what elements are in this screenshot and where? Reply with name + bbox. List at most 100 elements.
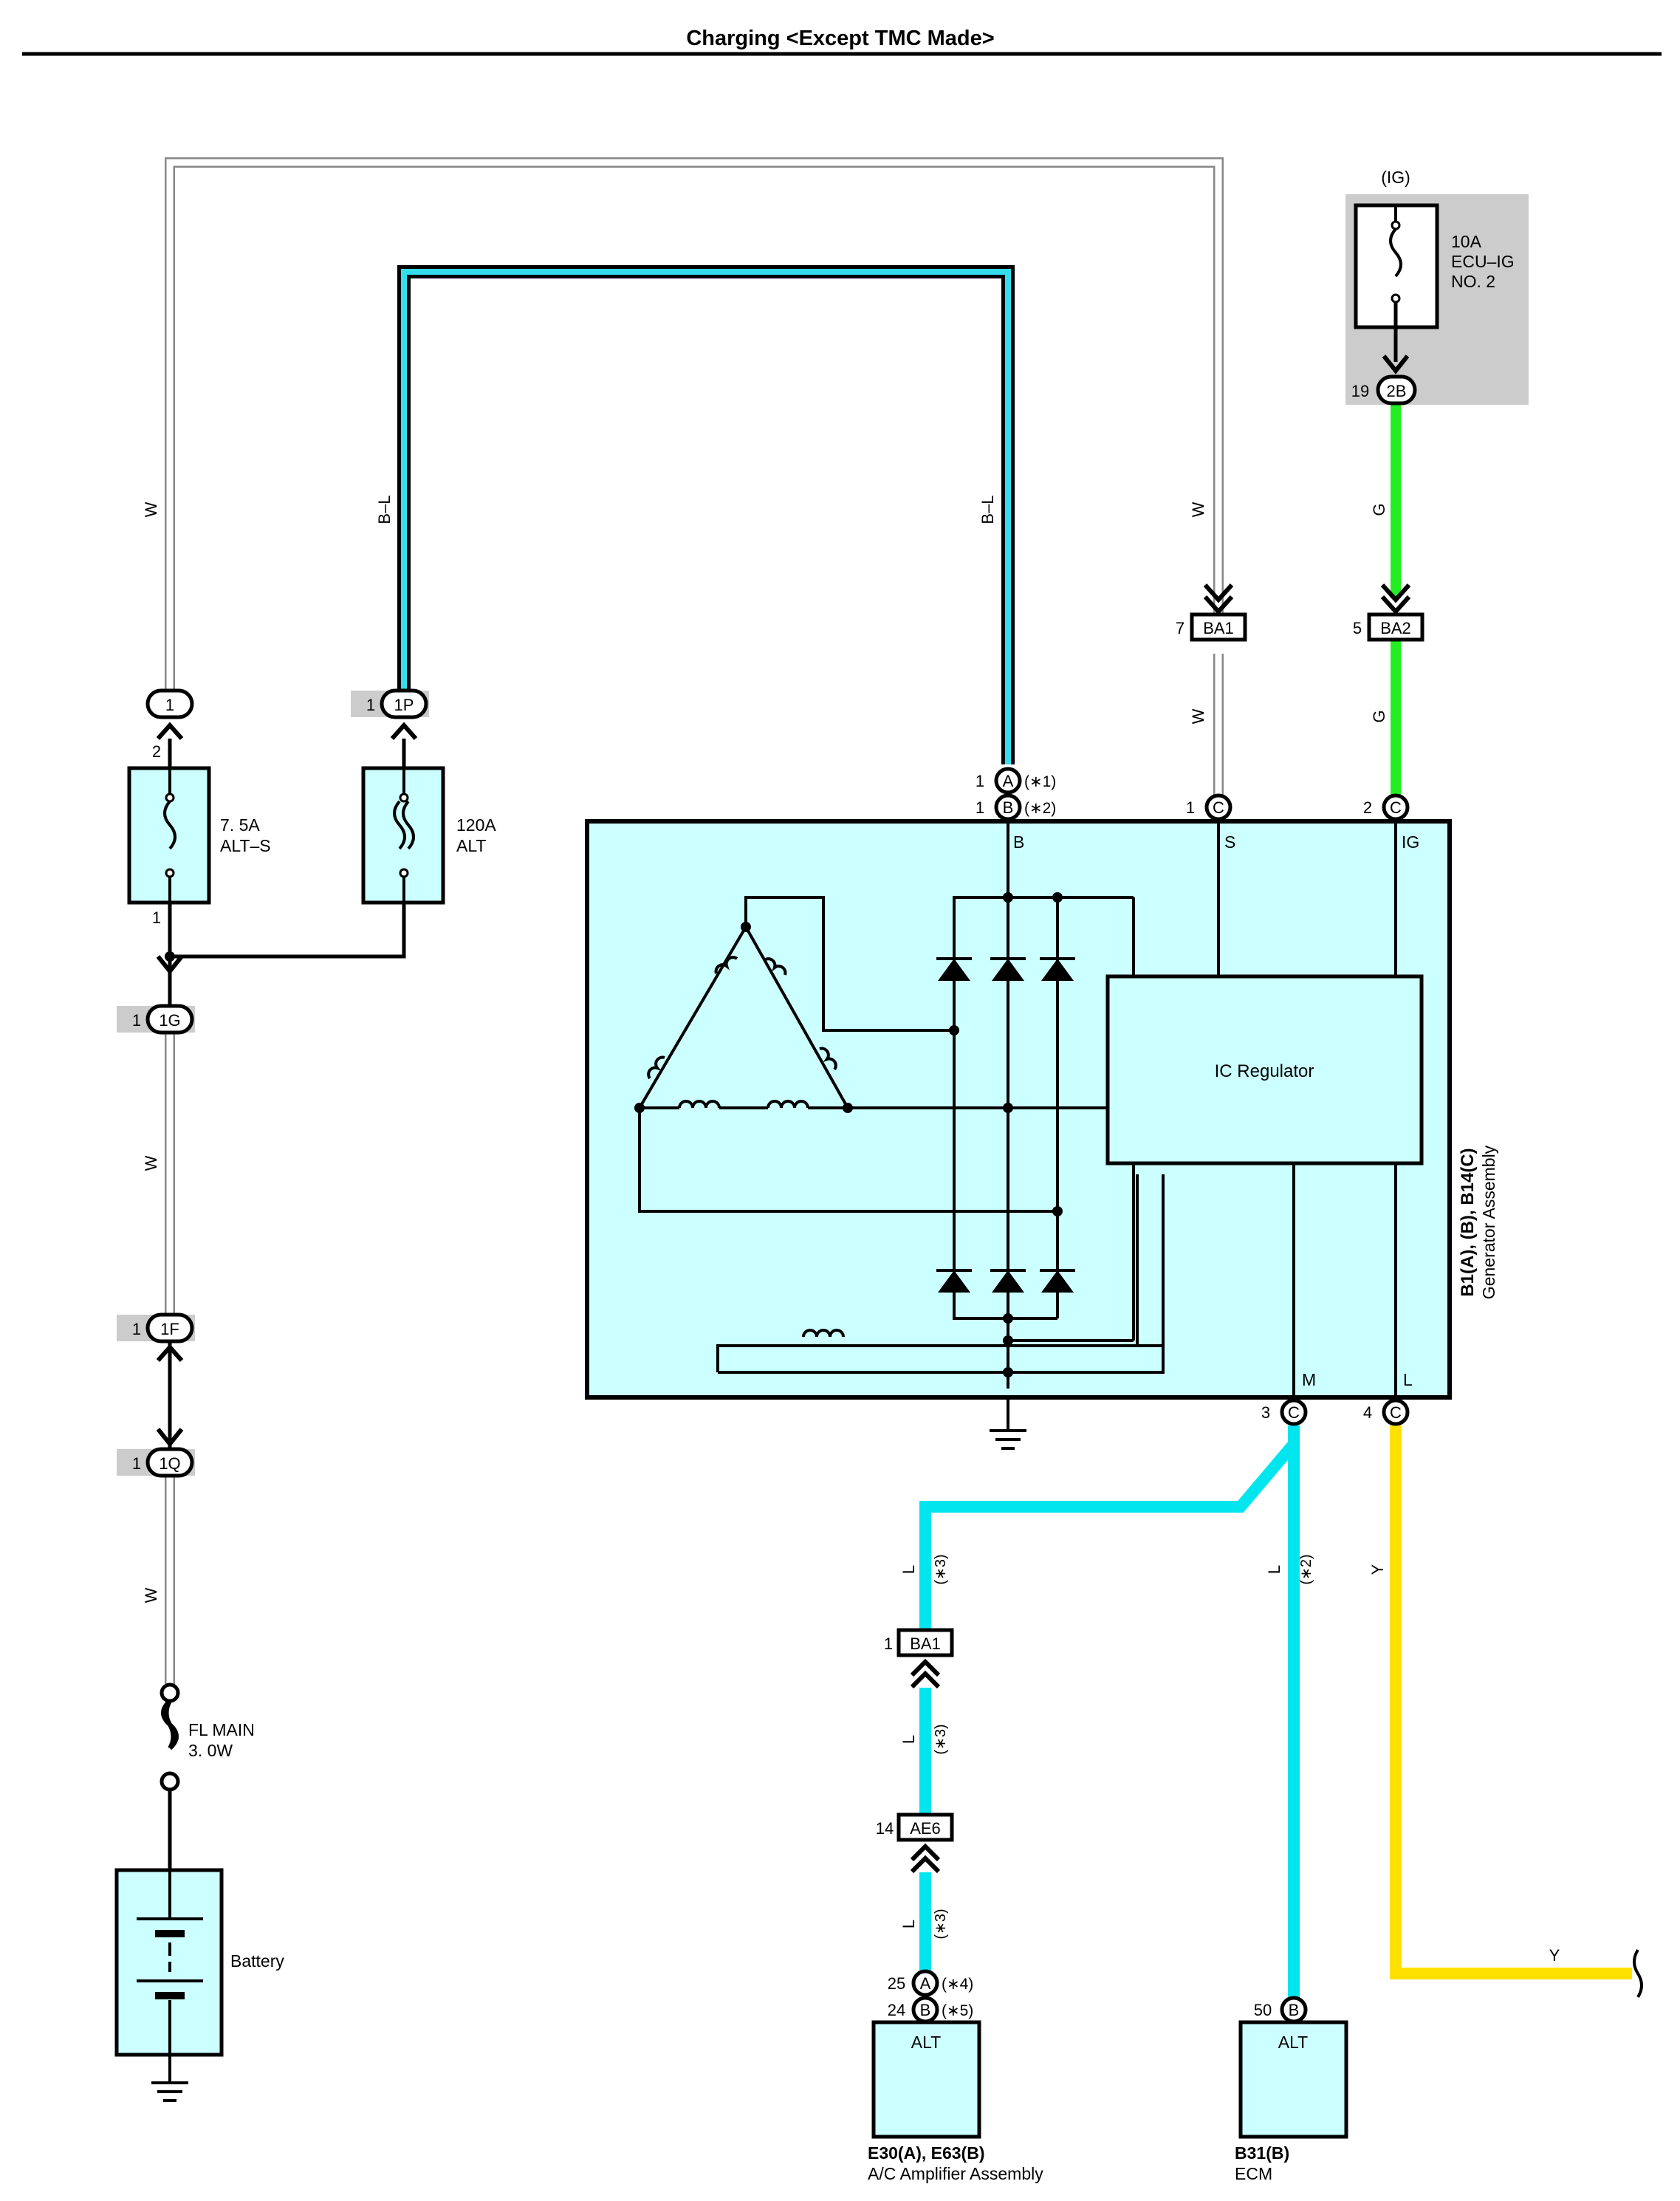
connector-1: 1 [145, 688, 194, 740]
svg-text:(∗1): (∗1) [1024, 773, 1056, 790]
svg-text:1Q: 1Q [159, 1454, 180, 1473]
svg-text:A: A [1003, 772, 1014, 790]
fuse-alt-s: 2 1 7. 5A ALT–S [127, 739, 271, 956]
ac-amp-codes: E30(A), E63(B) [868, 2143, 984, 2163]
junction-dots [634, 892, 1063, 1377]
generator-pin-b: 1 B (∗2) [976, 793, 1056, 821]
wire-note-3: (∗3) [933, 1554, 949, 1584]
wire-code-l: L [899, 1565, 918, 1574]
connector-ae6: 14 AE6 [876, 1813, 954, 1874]
connector-ba1-bottom: 1 BA1 [884, 1628, 954, 1689]
svg-text:1P: 1P [394, 696, 414, 714]
page-title: Charging <Except TMC Made> [686, 27, 994, 50]
fuse-pin-top: 2 [152, 742, 161, 761]
connector-1g: 1 1G [117, 955, 195, 1035]
svg-text:1: 1 [884, 1635, 893, 1653]
svg-text:B: B [1289, 2001, 1300, 2019]
fuse-ecu-ig-no2: (IG) 10A ECU–IG NO. 2 [1345, 168, 1529, 405]
svg-text:1: 1 [165, 696, 174, 714]
connector-ba2-top: 5 BA2 [1353, 583, 1424, 642]
terminal-s: S [1224, 832, 1235, 852]
terminal-m: M [1302, 1370, 1316, 1389]
generator-pin-m: 3 C [1261, 1398, 1308, 1426]
ecm-name: ECM [1235, 2164, 1272, 2183]
wire-code-w: W [1189, 502, 1207, 517]
svg-text:24: 24 [888, 2001, 905, 2019]
wire-code-bl: B–L [978, 495, 997, 524]
wire-y-l-terminal [1390, 1425, 1643, 1999]
wire-code-w: W [142, 502, 160, 517]
svg-text:1F: 1F [160, 1320, 179, 1338]
svg-text:C: C [1390, 1403, 1402, 1422]
fuse-name: ALT [456, 836, 486, 855]
connector-1q: 1 1Q [117, 1428, 195, 1478]
wire-code-bl: B–L [375, 495, 394, 524]
stator-coils [638, 925, 849, 1338]
connector-1p: 1 1P [351, 688, 429, 740]
fl-main-line1: FL MAIN [188, 1720, 255, 1739]
wire-code-y: Y [1368, 1564, 1387, 1575]
svg-text:C: C [1390, 798, 1402, 817]
svg-text:2: 2 [1363, 798, 1372, 817]
connector-1f: 1 1F [117, 1312, 195, 1362]
svg-text:4: 4 [1363, 1403, 1372, 1422]
ac-amp-terminal-label: ALT [911, 2033, 941, 2052]
svg-text:1: 1 [132, 1454, 141, 1473]
ac-amp-name: A/C Amplifier Assembly [868, 2164, 1043, 2183]
connector-ba1-top: 7 BA1 [1176, 583, 1247, 642]
svg-text:1: 1 [366, 696, 375, 714]
ecm: 50 B ALT B31(B) ECM [1235, 1996, 1348, 2183]
svg-text:1G: 1G [159, 1011, 180, 1030]
fuse-rating: 10A [1451, 232, 1482, 251]
svg-text:1: 1 [132, 1320, 141, 1338]
svg-text:BA2: BA2 [1380, 619, 1411, 637]
ecm-codes: B31(B) [1235, 2143, 1289, 2163]
wire-code-w: W [1189, 708, 1207, 724]
svg-text:(∗5): (∗5) [942, 2002, 973, 2019]
svg-text:1: 1 [976, 772, 984, 790]
wire-code-w: W [142, 1155, 160, 1171]
fuse-alt-120a: 120A ALT [165, 739, 496, 962]
generator-name: Generator Assembly [1479, 1145, 1498, 1299]
fuse-rating: 7. 5A [220, 815, 260, 835]
ecm-terminal-label: ALT [1278, 2033, 1308, 2052]
wire-note-3: (∗3) [933, 1724, 949, 1754]
ic-regulator [1105, 974, 1424, 1165]
battery: Battery [114, 1868, 284, 2102]
svg-text:BA1: BA1 [1203, 619, 1234, 637]
wire-w-alt-s-to-s [165, 157, 1224, 807]
svg-text:A: A [920, 1974, 931, 1993]
generator-pin-s: 1 C [1186, 793, 1232, 821]
svg-text:19: 19 [1351, 382, 1369, 400]
battery-label: Battery [230, 1951, 284, 1971]
svg-text:C: C [1213, 798, 1224, 817]
svg-text:50: 50 [1254, 2001, 1272, 2019]
ac-amp-pin-a: 25 A (∗4) [888, 1969, 973, 1997]
svg-text:2B: 2B [1387, 382, 1407, 400]
wire-code-l: L [899, 1735, 918, 1744]
svg-text:(∗2): (∗2) [1024, 800, 1056, 817]
generator-pin-ig: 2 C [1363, 793, 1410, 821]
fuse-group: (IG) [1381, 168, 1410, 187]
svg-text:25: 25 [888, 1974, 905, 1993]
svg-text:C: C [1288, 1403, 1300, 1422]
wire-code-l: L [1265, 1565, 1283, 1574]
svg-text:B: B [1003, 798, 1014, 817]
svg-text:(∗4): (∗4) [942, 1976, 973, 1993]
wire-code-w: W [142, 1587, 160, 1603]
fuse-rating: 120A [456, 815, 496, 835]
diodes-negative [936, 1269, 1075, 1293]
wire-bl-alt-to-b [397, 265, 1015, 764]
ic-regulator-label: IC Regulator [1215, 1061, 1314, 1081]
fuse-name: ECU–IG [1451, 252, 1515, 271]
ecm-pin-b: 50 B [1254, 1996, 1308, 2024]
fusible-link-fl-main: FL MAIN 3. 0W [160, 1683, 255, 1870]
ac-amplifier-assembly: 25 A (∗4) 24 B (∗5) ALT E30(A), E63(B) A… [868, 1969, 1043, 2183]
terminal-ig: IG [1402, 832, 1419, 852]
svg-text:1: 1 [132, 1011, 141, 1030]
generator-pin-l: 4 C [1363, 1398, 1410, 1426]
svg-text:3: 3 [1261, 1403, 1270, 1422]
svg-text:7: 7 [1176, 619, 1184, 637]
wire-note-3: (∗3) [933, 1909, 949, 1939]
